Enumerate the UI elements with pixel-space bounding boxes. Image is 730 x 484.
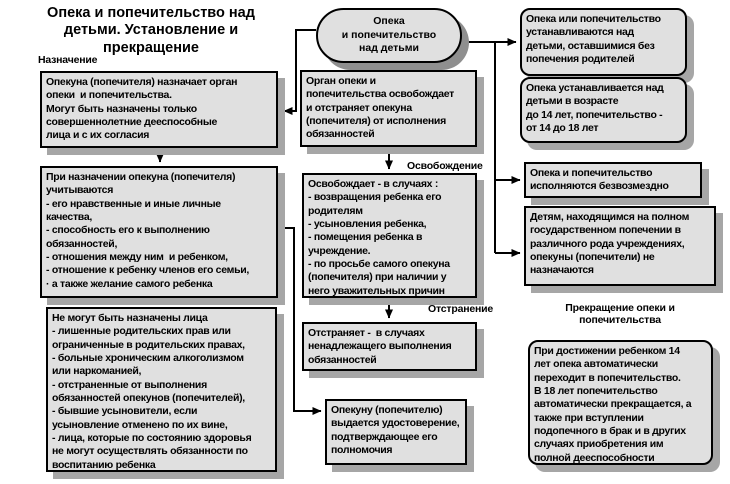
root-node-guardianship: Опека и попечительство над детьми bbox=[316, 8, 462, 63]
box-termination-rules: При достижении ребенком 14 лет опека авт… bbox=[528, 340, 713, 465]
box-removal-cases: Отстраняет - в случаях ненадлежащего вып… bbox=[302, 322, 477, 371]
section-label-removal: Отстранение bbox=[428, 303, 494, 315]
box-authority-release-remove: Орган опеки и попечительства освобождает… bbox=[300, 70, 477, 147]
box-age-ranges: Опека устанавливается над детьми в возра… bbox=[520, 77, 687, 143]
box-appointment-authority: Опекуна (попечителя) назначает орган опе… bbox=[40, 71, 278, 148]
box-release-cases: Освобождает - в случаях : - возвращения … bbox=[302, 173, 477, 298]
box-appointment-criteria: При назначении опекуна (попечителя) учит… bbox=[40, 166, 278, 298]
section-label-release: Освобождение bbox=[407, 160, 483, 172]
box-state-care-exception: Детям, находящимся на полном государстве… bbox=[524, 206, 716, 286]
section-label-termination: Прекращение опеки и попечительства bbox=[565, 302, 675, 326]
box-guardian-certificate: Опекуну (попечителю) выдается удостовере… bbox=[325, 399, 467, 465]
diagram-title: Опека и попечительство над детьми. Устан… bbox=[47, 5, 255, 56]
section-label-appointment: Назначение bbox=[38, 54, 98, 66]
box-established-over-children: Опека или попечительство устанавливаются… bbox=[520, 8, 687, 76]
box-performed-free: Опека и попечительство исполняются безво… bbox=[524, 162, 702, 198]
box-appointment-exclusions: Не могут быть назначены лица - лишенные … bbox=[46, 307, 277, 472]
